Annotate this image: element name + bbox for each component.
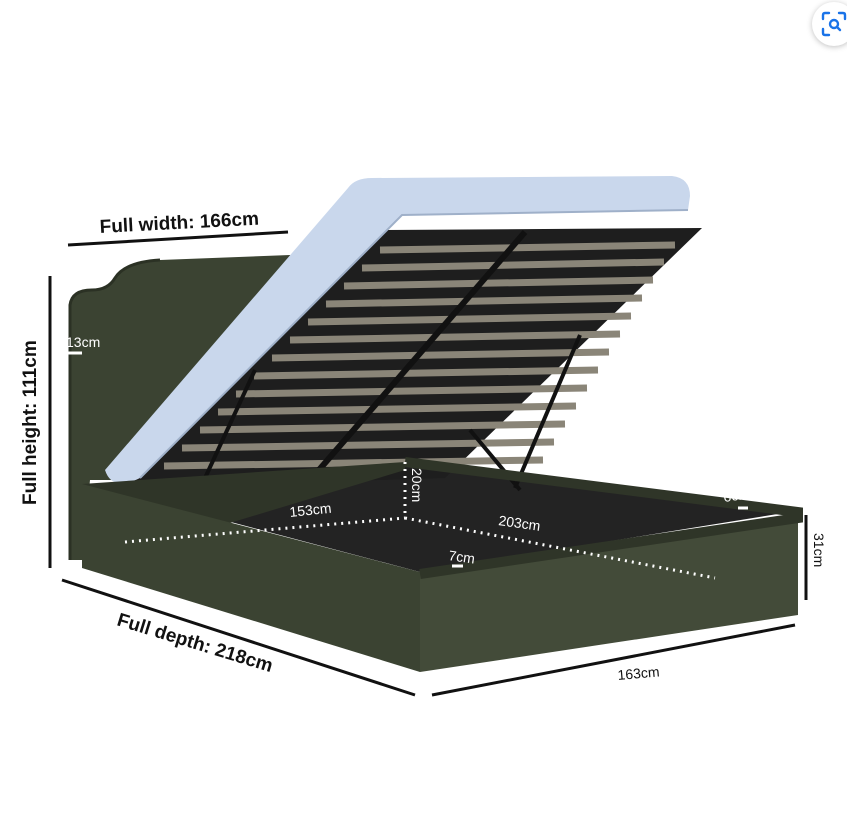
visual-search-button[interactable] xyxy=(812,2,847,46)
base-width-label: 163cm xyxy=(617,663,660,683)
full-width-label: Full width: 166cm xyxy=(99,209,259,238)
full-height-label: Full height: 111cm xyxy=(20,340,41,505)
scan-search-icon xyxy=(821,11,847,37)
outer-dimension-lines xyxy=(48,230,808,697)
base-foot-rail xyxy=(82,484,420,672)
inner-dimension-lines xyxy=(124,462,716,580)
base-front-rail xyxy=(420,516,798,672)
headboard-thickness-label: 13cm xyxy=(66,334,100,350)
inner-length-label: 203cm xyxy=(498,512,542,534)
foot-rail-thickness-label: 7cm xyxy=(448,547,476,567)
mattress xyxy=(105,176,690,484)
base-height-label: 31cm xyxy=(811,533,827,567)
inner-width-label: 153cm xyxy=(289,500,332,520)
slatted-lid xyxy=(115,228,702,492)
side-rail-thickness-label: 6cm xyxy=(722,485,750,505)
storage-depth-label: 20cm xyxy=(409,468,425,502)
